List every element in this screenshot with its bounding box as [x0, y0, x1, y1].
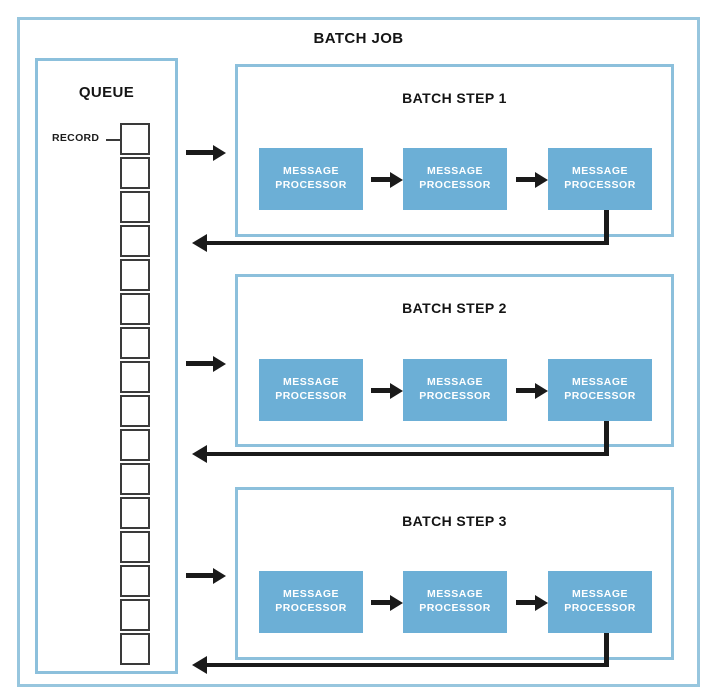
arrow-step3-p1-to-p2: [371, 600, 392, 605]
return-path-step3-vertical: [604, 633, 609, 665]
queue-record[interactable]: [120, 429, 150, 461]
message-processor-2-2[interactable]: MESSAGE PROCESSOR: [403, 359, 507, 421]
arrow-head-step2-return-icon: [192, 445, 207, 463]
message-processor-2-1[interactable]: MESSAGE PROCESSOR: [259, 359, 363, 421]
message-processor-1-1[interactable]: MESSAGE PROCESSOR: [259, 148, 363, 210]
message-processor-line2: PROCESSOR: [419, 390, 491, 402]
return-path-step3-horizontal: [205, 663, 609, 667]
queue-container: [35, 58, 178, 674]
queue-record[interactable]: [120, 293, 150, 325]
queue-record[interactable]: [120, 395, 150, 427]
message-processor-3-2[interactable]: MESSAGE PROCESSOR: [403, 571, 507, 633]
record-label: RECORD: [52, 132, 100, 144]
message-processor-3-3[interactable]: MESSAGE PROCESSOR: [548, 571, 652, 633]
message-processor-line1: MESSAGE: [571, 588, 628, 601]
return-path-step1-vertical: [604, 210, 609, 245]
return-path-step2-vertical: [604, 421, 609, 456]
arrow-step1-p2-to-p3: [516, 177, 537, 182]
message-processor-line2: PROCESSOR: [564, 179, 636, 191]
queue-title: QUEUE: [78, 84, 135, 101]
message-processor-line1: MESSAGE: [426, 588, 483, 601]
queue-record[interactable]: [120, 123, 150, 155]
queue-record[interactable]: [120, 633, 150, 665]
queue-record[interactable]: [120, 225, 150, 257]
arrow-head-step2-p2-to-p3-icon: [535, 382, 548, 399]
arrow-head-step1-p1-to-p2-icon: [390, 171, 403, 188]
message-processor-line1: MESSAGE: [282, 588, 339, 601]
arrow-head-step1-return-icon: [192, 234, 207, 252]
arrow-queue-to-step3: [186, 573, 215, 578]
arrow-head-step3-return-icon: [192, 656, 207, 674]
return-path-step1-horizontal: [205, 241, 609, 245]
arrow-step1-p1-to-p2: [371, 177, 392, 182]
queue-record[interactable]: [120, 191, 150, 223]
arrow-head-step3-p2-to-p3-icon: [535, 594, 548, 611]
batch-job-title: BATCH JOB: [313, 30, 404, 47]
batch-step-3-title: BATCH STEP 3: [402, 513, 507, 529]
message-processor-line1: MESSAGE: [571, 165, 628, 178]
message-processor-line2: PROCESSOR: [275, 602, 347, 614]
queue-record[interactable]: [120, 497, 150, 529]
message-processor-line1: MESSAGE: [426, 165, 483, 178]
message-processor-line2: PROCESSOR: [275, 179, 347, 191]
arrow-step2-p2-to-p3: [516, 388, 537, 393]
message-processor-line1: MESSAGE: [282, 376, 339, 389]
message-processor-1-3[interactable]: MESSAGE PROCESSOR: [548, 148, 652, 210]
queue-record[interactable]: [120, 565, 150, 597]
message-processor-line2: PROCESSOR: [564, 390, 636, 402]
arrow-step3-p2-to-p3: [516, 600, 537, 605]
message-processor-line2: PROCESSOR: [419, 602, 491, 614]
arrow-head-step2-p1-to-p2-icon: [390, 382, 403, 399]
message-processor-line2: PROCESSOR: [419, 179, 491, 191]
batch-step-2-title: BATCH STEP 2: [402, 300, 507, 316]
queue-record[interactable]: [120, 599, 150, 631]
message-processor-1-2[interactable]: MESSAGE PROCESSOR: [403, 148, 507, 210]
queue-record[interactable]: [120, 259, 150, 291]
arrow-head-step3-p1-to-p2-icon: [390, 594, 403, 611]
queue-record[interactable]: [120, 361, 150, 393]
arrow-head-queue-to-step3-icon: [213, 567, 226, 584]
message-processor-line2: PROCESSOR: [564, 602, 636, 614]
queue-record[interactable]: [120, 157, 150, 189]
arrow-queue-to-step1: [186, 150, 215, 155]
return-path-step2-horizontal: [205, 452, 609, 456]
arrow-step2-p1-to-p2: [371, 388, 392, 393]
message-processor-3-1[interactable]: MESSAGE PROCESSOR: [259, 571, 363, 633]
message-processor-line2: PROCESSOR: [275, 390, 347, 402]
queue-record[interactable]: [120, 327, 150, 359]
arrow-head-queue-to-step2-icon: [213, 355, 226, 372]
batch-step-1-title: BATCH STEP 1: [402, 90, 507, 106]
arrow-head-step1-p2-to-p3-icon: [535, 171, 548, 188]
arrow-head-queue-to-step1-icon: [213, 144, 226, 161]
queue-record[interactable]: [120, 463, 150, 495]
arrow-queue-to-step2: [186, 361, 215, 366]
queue-record[interactable]: [120, 531, 150, 563]
message-processor-line1: MESSAGE: [571, 376, 628, 389]
record-connector-line: [106, 139, 121, 141]
message-processor-line1: MESSAGE: [426, 376, 483, 389]
message-processor-line1: MESSAGE: [282, 165, 339, 178]
message-processor-2-3[interactable]: MESSAGE PROCESSOR: [548, 359, 652, 421]
